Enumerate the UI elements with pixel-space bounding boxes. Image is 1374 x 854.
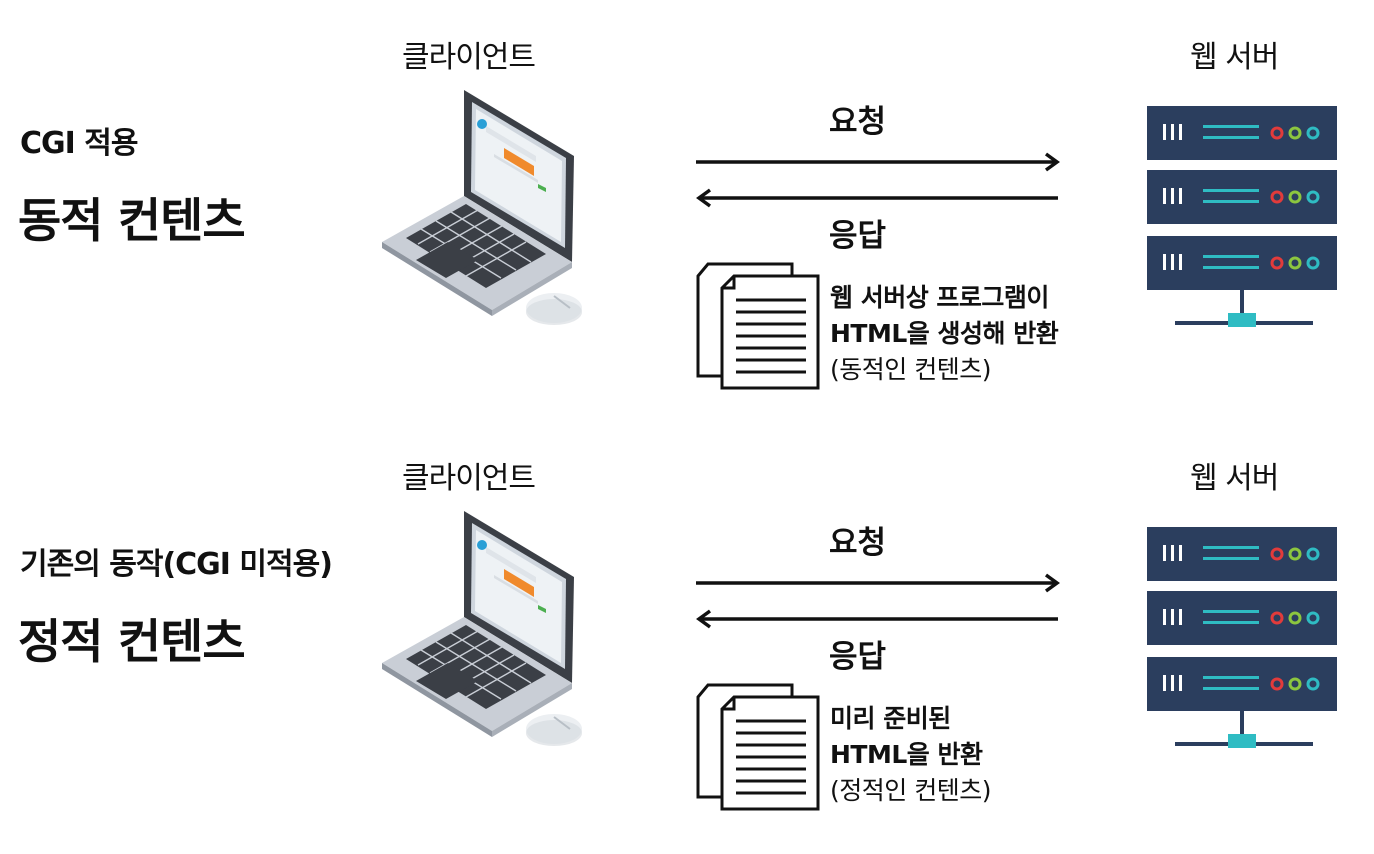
response-label: 응답	[829, 218, 887, 254]
description-text: 웹 서버상 프로그램이 HTML을 생성해 반환 (동적인 컨텐츠)	[830, 280, 1059, 388]
description-line-3: (정적인 컨텐츠)	[830, 776, 991, 805]
panel-dynamic-content: CGI 적용 동적 컨텐츠 클라이언트 웹 서버	[18, 40, 1337, 390]
laptop-icon	[382, 90, 574, 316]
request-response-arrows	[696, 152, 1060, 208]
response-label: 응답	[829, 639, 887, 675]
server-label: 웹 서버	[1190, 40, 1279, 75]
arrow-left-icon	[696, 609, 1058, 629]
panel-static-content: 기존의 동작(CGI 미적용) 정적 컨텐츠 클라이언트 웹 서버	[0, 421, 1374, 848]
request-response-arrows	[696, 573, 1060, 629]
server-rack-icon	[1147, 527, 1337, 748]
panel-subtitle: 기존의 동작(CGI 미적용)	[20, 547, 333, 582]
request-label: 요청	[829, 104, 887, 140]
panel-title: 동적 컨텐츠	[18, 194, 246, 249]
description-line-1: 미리 준비된	[830, 704, 951, 733]
client-label: 클라이언트	[402, 40, 536, 75]
panel-subtitle: CGI 적용	[20, 126, 138, 161]
server-rack-icon	[1147, 106, 1337, 327]
documents-icon	[696, 262, 820, 390]
description-line-3: (동적인 컨텐츠)	[830, 355, 991, 384]
mouse-icon	[526, 293, 582, 325]
description-line-2: HTML을 반환	[830, 740, 983, 769]
request-label: 요청	[829, 525, 887, 561]
client-label: 클라이언트	[402, 461, 536, 496]
description-text: 미리 준비된 HTML을 반환 (정적인 컨텐츠)	[830, 701, 991, 809]
panel-title: 정적 컨텐츠	[18, 615, 246, 670]
arrow-left-icon	[696, 188, 1058, 208]
laptop-icon	[382, 511, 574, 737]
documents-icon	[696, 683, 820, 811]
server-label: 웹 서버	[1190, 461, 1279, 496]
description-line-2: HTML을 생성해 반환	[830, 319, 1059, 348]
mouse-icon	[526, 714, 582, 746]
arrow-right-icon	[696, 573, 1060, 593]
arrow-right-icon	[696, 152, 1060, 172]
description-line-1: 웹 서버상 프로그램이	[830, 283, 1049, 312]
